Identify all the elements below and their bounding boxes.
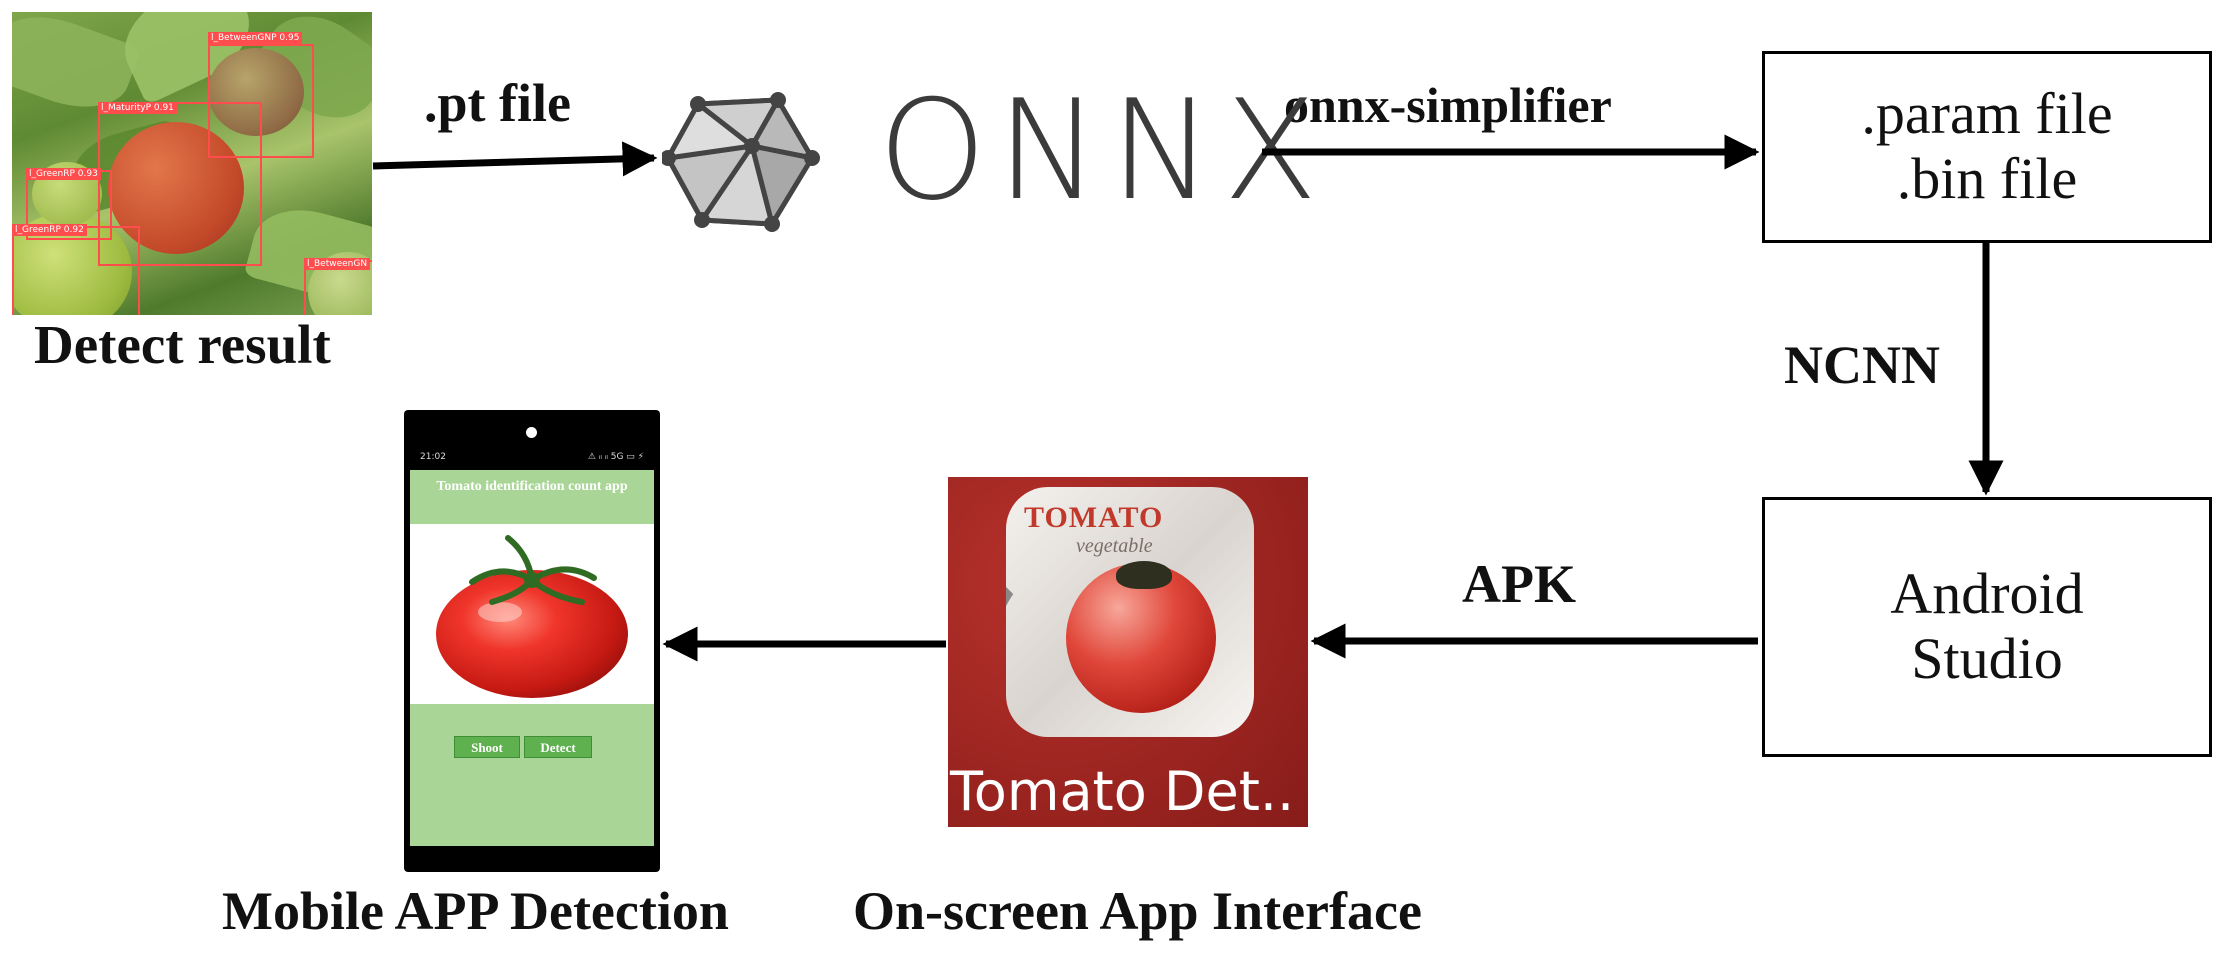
phone-mockup: 21:02 ⚠ ᵢₗ ᵢₗ 5G ▭ ⚡ Tomato identificati… [404,410,660,872]
param-file-text: .param file [1861,81,2113,147]
bbox-label: l_GreenRP 0.92 [12,224,87,236]
bbox-label: l_BetweenGNP 0.95 [208,32,303,44]
on-screen-app-label: On-screen App Interface [853,881,1422,941]
arrow-pt-to-onnx [372,141,658,177]
bbox [98,102,262,266]
bbox-label: l_GreenRP 0.93 [26,168,101,180]
icon-title: TOMATO [1024,501,1164,534]
studio-text: Studio [1911,626,2063,691]
android-studio-box: Android Studio [1762,497,2212,757]
camera-icon [526,427,537,438]
status-icons: ⚠ ᵢₗ ᵢₗ 5G ▭ ⚡ [587,452,644,462]
app-title: Tomato identification count app [410,470,654,524]
icon-subtitle: vegetable [1076,535,1153,557]
mobile-app-label: Mobile APP Detection [222,881,729,941]
shoot-button[interactable]: Shoot [454,736,520,758]
apk-label: APK [1462,554,1576,614]
status-time: 21:02 [420,452,446,462]
onnx-logo-icon [662,92,820,232]
bin-file-text: .bin file [1896,146,2078,211]
android-text: Android [1890,561,2084,627]
ncnn-label: NCNN [1784,335,1940,395]
tomato-image [436,535,628,698]
param-bin-box: .param file .bin file [1762,51,2212,243]
app-icon: TOMATO vegetable Tomato Det.. [948,477,1308,827]
pt-file-label: .pt file [424,73,571,133]
app-footer: Shoot Detect [410,704,654,846]
detect-button[interactable]: Detect [524,736,592,758]
onnx-simplifier-label: onnx-simplifier [1284,77,1612,133]
bbox-label: l_BetweenGN [304,258,371,270]
detect-result-caption: Detect result [34,314,331,375]
detect-result-image: l_BetweenGNP 0.95 l_MaturityP 0.91 l_Gre… [12,12,372,315]
phone-screen: Tomato identification count app [410,470,654,846]
bbox-label: l_MaturityP 0.91 [98,102,177,114]
app-icon-caption: Tomato Det.. [950,760,1295,823]
onnx-logo-text: ONNX [878,70,1328,231]
